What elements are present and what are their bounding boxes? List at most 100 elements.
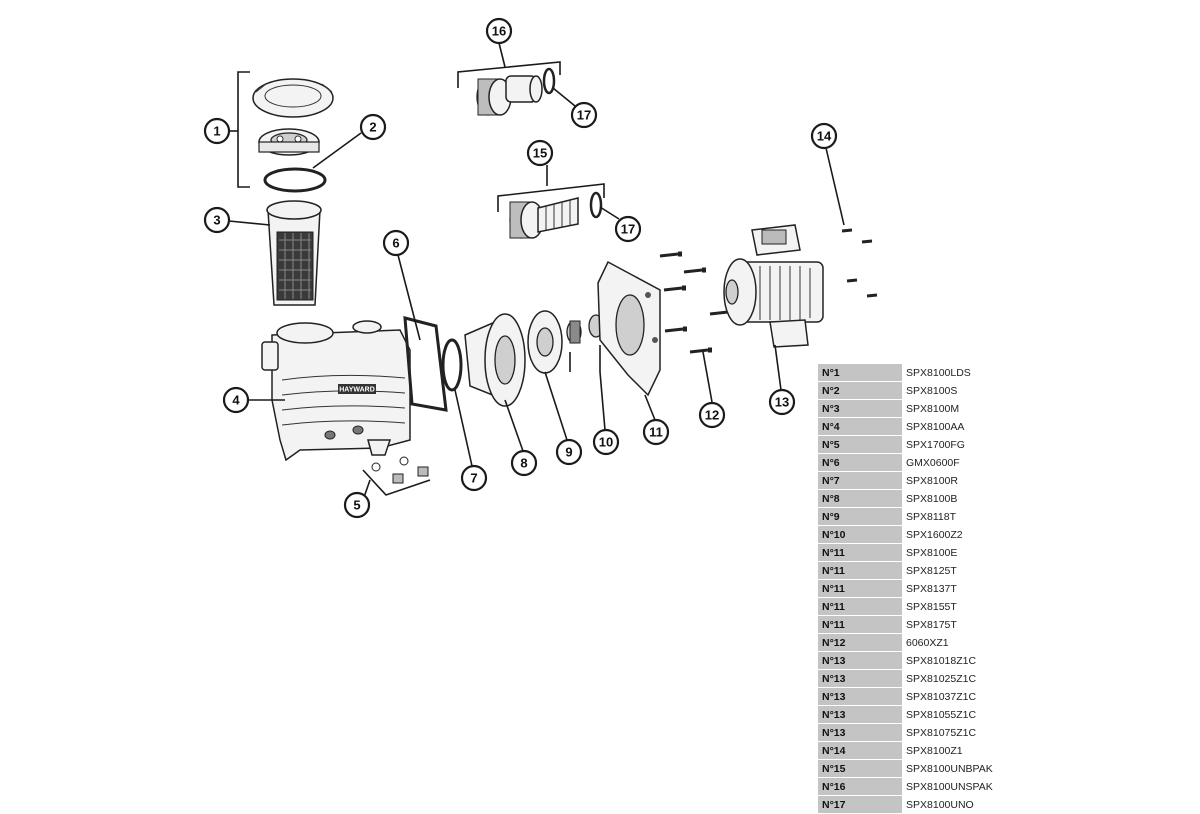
part-reference-cell: SPX8100M <box>902 399 1015 418</box>
union-o-ring-16 <box>542 67 556 95</box>
part-reference-cell: SPX8100UNBPAK <box>902 759 1015 778</box>
part-number-cell: N°11 <box>818 597 902 616</box>
bolts <box>659 251 732 354</box>
svg-text:2: 2 <box>369 120 376 135</box>
seal-plate <box>597 260 661 397</box>
callout-9: 9 <box>555 438 583 466</box>
part-reference-cell: SPX8100B <box>902 489 1015 508</box>
part-number-cell: N°8 <box>818 489 902 508</box>
part-reference-cell: SPX8100LDS <box>902 364 1015 382</box>
part-number-cell: N°2 <box>818 381 902 400</box>
part-reference-cell: SPX8125T <box>902 561 1015 580</box>
diffuser-o-ring <box>441 338 463 392</box>
part-number-cell: N°7 <box>818 471 902 490</box>
part-reference-cell: SPX8100R <box>902 471 1015 490</box>
part-reference-cell: SPX81075Z1C <box>902 723 1015 742</box>
bracket-part-16 <box>457 61 561 88</box>
svg-text:1: 1 <box>213 124 220 139</box>
pump-lid <box>258 128 320 156</box>
callout-17-bottom: 17 <box>614 215 642 243</box>
drain-plugs <box>371 456 429 484</box>
callout-8: 8 <box>510 449 538 477</box>
part-number-cell: N°13 <box>818 669 902 688</box>
part-number-cell: N°17 <box>818 795 902 814</box>
part-number-cell: N°11 <box>818 579 902 598</box>
part-number-cell: N°11 <box>818 543 902 562</box>
part-number-cell: N°11 <box>818 615 902 634</box>
lid-lock-ring <box>252 78 334 118</box>
callout-3: 3 <box>203 206 231 234</box>
part-reference-cell: SPX8100AA <box>902 417 1015 436</box>
part-number-cell: N°6 <box>818 453 902 472</box>
svg-text:14: 14 <box>817 129 832 144</box>
bracket-part-5 <box>362 469 431 496</box>
svg-text:5: 5 <box>353 498 360 513</box>
part-number-cell: N°10 <box>818 525 902 544</box>
pump-housing: HAYWARD <box>261 320 411 462</box>
callout-7: 7 <box>460 464 488 492</box>
leader-lines <box>228 42 845 501</box>
callout-6: 6 <box>382 229 410 257</box>
callout-17-top: 17 <box>570 101 598 129</box>
part-number-cell: N°4 <box>818 417 902 436</box>
bracket-part-1 <box>237 71 250 188</box>
svg-text:12: 12 <box>705 408 719 423</box>
svg-text:13: 13 <box>775 395 789 410</box>
part-number-cell: N°3 <box>818 399 902 418</box>
part-reference-cell: GMX0600F <box>902 453 1015 472</box>
svg-text:3: 3 <box>213 213 220 228</box>
part-reference-cell: SPX8155T <box>902 597 1015 616</box>
callout-4: 4 <box>222 386 250 414</box>
bracket-part-15 <box>497 183 605 212</box>
svg-text:17: 17 <box>621 222 635 237</box>
callout-15: 15 <box>526 139 554 167</box>
part-reference-cell: SPX8100Z1 <box>902 741 1015 760</box>
callout-12: 12 <box>698 401 726 429</box>
part-number-cell: N°13 <box>818 687 902 706</box>
union-set-15 <box>509 197 579 239</box>
svg-text:17: 17 <box>577 108 591 123</box>
brand-label: HAYWARD <box>339 387 375 394</box>
motor <box>723 224 824 348</box>
part-number-cell: N°13 <box>818 723 902 742</box>
bracket-part-10 <box>569 345 601 372</box>
svg-text:10: 10 <box>599 435 613 450</box>
callout-5: 5 <box>343 491 371 519</box>
part-reference-cell: SPX8100UNSPAK <box>902 777 1015 796</box>
svg-text:4: 4 <box>232 393 240 408</box>
callout-10: 10 <box>592 428 620 456</box>
part-number-cell: N°13 <box>818 705 902 724</box>
part-reference-cell: SPX81025Z1C <box>902 669 1015 688</box>
part-reference-cell: SPX8100S <box>902 381 1015 400</box>
part-number-cell: N°1 <box>818 364 902 382</box>
part-number-cell: N°5 <box>818 435 902 454</box>
lid-o-ring <box>263 167 327 193</box>
part-reference-cell: SPX8175T <box>902 615 1015 634</box>
svg-text:7: 7 <box>470 471 477 486</box>
callout-16: 16 <box>485 17 513 45</box>
svg-text:16: 16 <box>492 24 506 39</box>
part-number-cell: N°14 <box>818 741 902 760</box>
part-number-cell: N°16 <box>818 777 902 796</box>
